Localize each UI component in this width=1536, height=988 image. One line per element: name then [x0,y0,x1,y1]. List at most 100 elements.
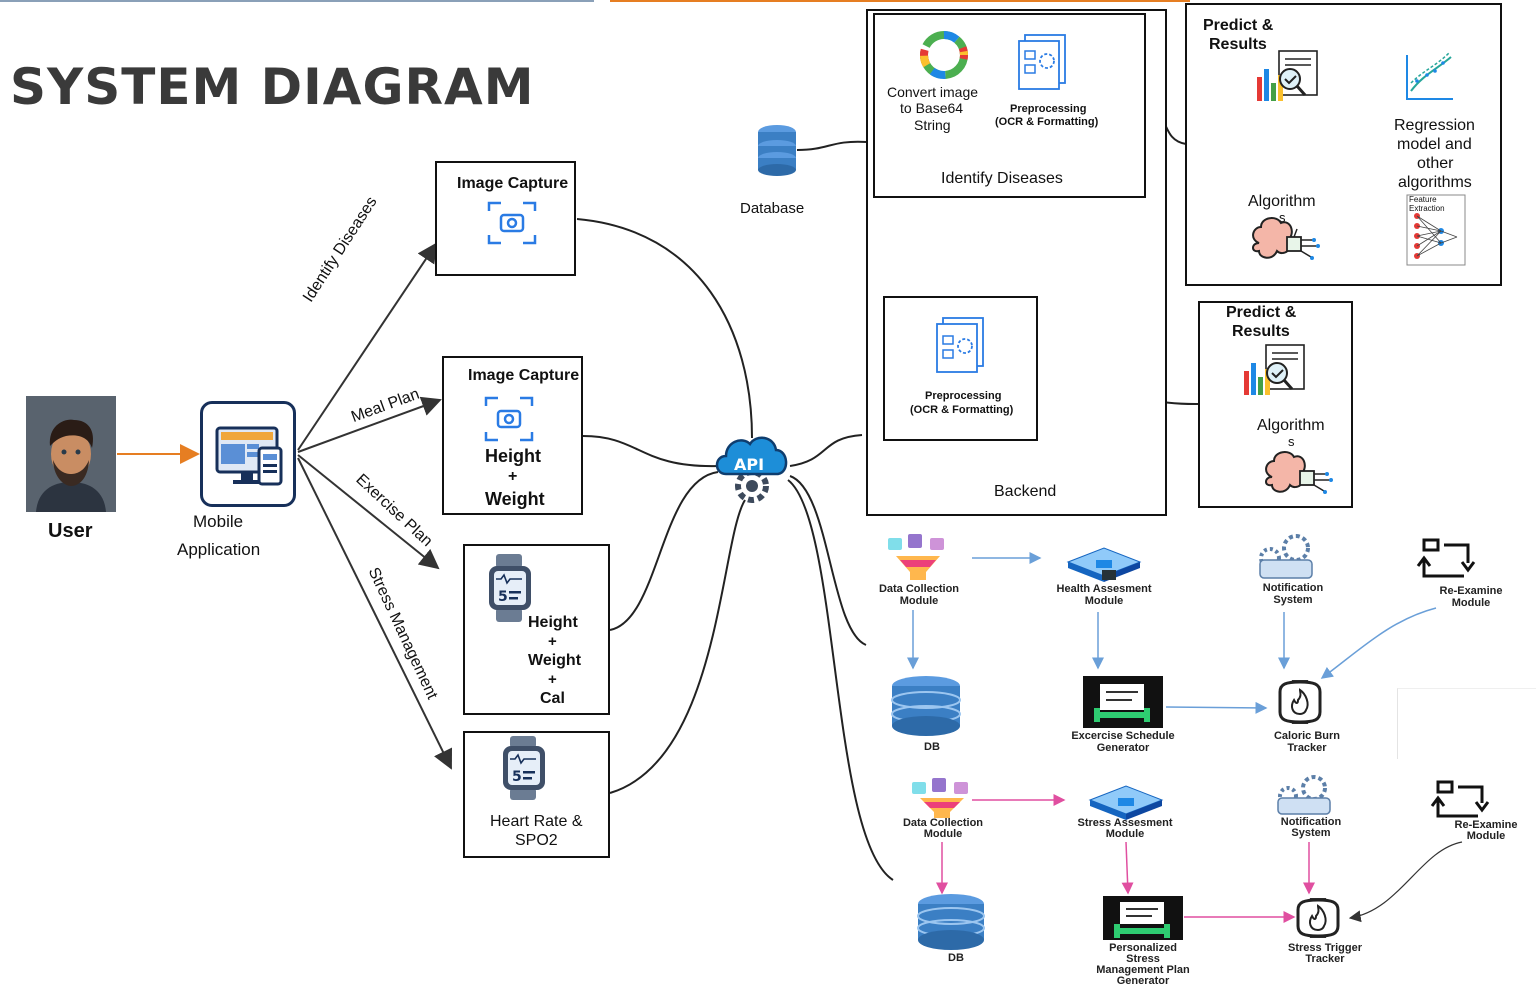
clipboard-dumbbell-icon [1083,676,1163,728]
card-exercise: 5 Height + Weight + Cal [463,544,610,715]
api-cloud-icon: API [712,432,792,504]
api-to-backend-curve [789,434,863,467]
card-meal-weight: Weight [485,489,545,509]
camera-icon [484,396,534,442]
gear-icon [1259,534,1313,579]
predict-mid-title-1: Predict & [1226,304,1297,321]
stress-to-api-curve [609,499,746,794]
exercise-notification-label-1: Notification [1262,582,1324,594]
stress-notification-label-2: System [1291,827,1331,839]
identify-to-api-curve [576,218,753,439]
refresh-arrows-icon [1416,538,1476,578]
schedule-label-2: Generator [1096,742,1150,754]
feature-extraction-label-1: Feature [1409,195,1437,204]
plan-label-1: Personalized [1109,942,1177,954]
side-panel-edge [1397,688,1536,759]
top-rule-left [0,0,594,2]
svg-text:5: 5 [498,589,508,605]
card-identify-image-capture: Image Capture [435,161,576,276]
algorithm-mid-label-2: s [1288,434,1295,449]
document-gear-icon [936,317,984,373]
report-chart-icon [1244,344,1305,395]
funnel-icon [888,534,944,580]
database-label: Database [740,200,805,217]
caloric-label-1: Caloric Burn [1273,730,1341,742]
assessment-platform-icon [1066,547,1142,582]
refresh-cycle-icon [920,31,968,79]
predict-mid-title-2: Results [1232,323,1290,340]
exercise-data-collection-label-2: Module [899,595,939,607]
exercise-notification-label-2: System [1273,594,1313,606]
assessment-platform-icon [1088,785,1164,820]
backend-identify-section: Convert image to Base64 String Preproces… [873,13,1146,198]
meal-to-api-curve [582,435,719,468]
card-exercise-cal: Cal [540,690,565,707]
feature-extraction-label-2: Extraction [1409,204,1445,213]
card-exercise-height: Height [528,614,578,631]
feature-extraction-icon [1406,194,1466,266]
regression-plot-icon [1406,52,1453,100]
stress-data-collection-label-1: Data Collection [902,817,984,829]
backend-meal-section: Preprocessing (OCR & Formatting) [883,296,1038,441]
meal-preprocess-label-2: (OCR & Formatting) [910,404,1014,416]
user-avatar [26,396,116,512]
card-exercise-weight: Weight [528,652,582,669]
api-to-exercise-flow-curve [789,475,867,646]
funnel-icon [912,778,968,818]
branch-exercise-arrow [297,454,440,570]
branch-identify-arrow [297,242,438,451]
card-stress-line2: SPO2 [515,832,558,849]
card-exercise-plus-2: + [548,671,557,688]
preprocess-label-1: Preprocessing [1010,103,1087,115]
mobile-app-label-1: Mobile [193,512,244,531]
refresh-arrows-icon [1430,780,1490,818]
exercise-reexamine-label-1: Re-Examine [1439,585,1503,597]
predict-top-title-2: Results [1209,36,1267,53]
top-rule-right [610,0,1190,2]
algorithm-top-label-1: Algorithm [1248,193,1316,210]
branch-stress-arrow [297,457,453,770]
card-meal-title: Image Capture [468,367,580,384]
card-meal-plus: + [508,468,518,485]
stress-assessment-label-1: Stress Assesment [1077,817,1173,829]
plan-label-2: Stress [1126,953,1160,965]
api-label: API [734,455,764,474]
api-to-stress-flow-curve [787,479,894,881]
stress-assessment-label-2: Module [1105,828,1145,840]
branch-meal-arrow [297,396,442,453]
document-gear-icon [1018,34,1066,90]
stress-db-label: DB [948,952,964,964]
health-assessment-label-1: Health Assesment [1056,583,1152,595]
predict-results-top: Predict & Results Regression model and o… [1185,3,1502,286]
card-meal-height: Height [485,446,541,466]
page-title: SYSTEM DIAGRAM [10,58,535,116]
regression-label-4: algorithms [1398,174,1472,191]
database-icon [917,894,985,950]
watch-flame-icon [1278,680,1322,724]
database-icon [891,676,961,736]
mobile-app-icon [200,401,296,507]
stress-reexamine-label-1: Re-Examine [1454,819,1518,831]
gear-icon [1277,775,1331,815]
brain-chip-icon [1265,451,1333,494]
exercise-data-collection-label-1: Data Collection [878,583,960,595]
camera-icon [487,201,537,245]
algorithm-top-label-2: s [1279,210,1286,225]
convert-label-1: Convert image [887,84,979,100]
plan-label-3: Management Plan [1096,964,1190,976]
exercise-to-api-curve [609,471,719,631]
plan-label-4: Generator [1116,975,1170,987]
exercise-reexamine-label-2: Module [1451,597,1491,609]
stress-notification-label-1: Notification [1280,816,1342,828]
trigger-label-2: Tracker [1305,953,1345,965]
smartwatch-icon: 5 [489,554,531,622]
brain-chip-icon [1252,217,1320,260]
card-stress: 5 Heart Rate & SPO2 [463,731,610,858]
convert-label-2: to Base64 [900,100,964,116]
schedule-label-1: Excercise Schedule [1071,730,1175,742]
database-icon [756,124,798,178]
algorithm-mid-label-1: Algorithm [1257,417,1325,434]
clipboard-dumbbell-icon [1103,896,1183,940]
